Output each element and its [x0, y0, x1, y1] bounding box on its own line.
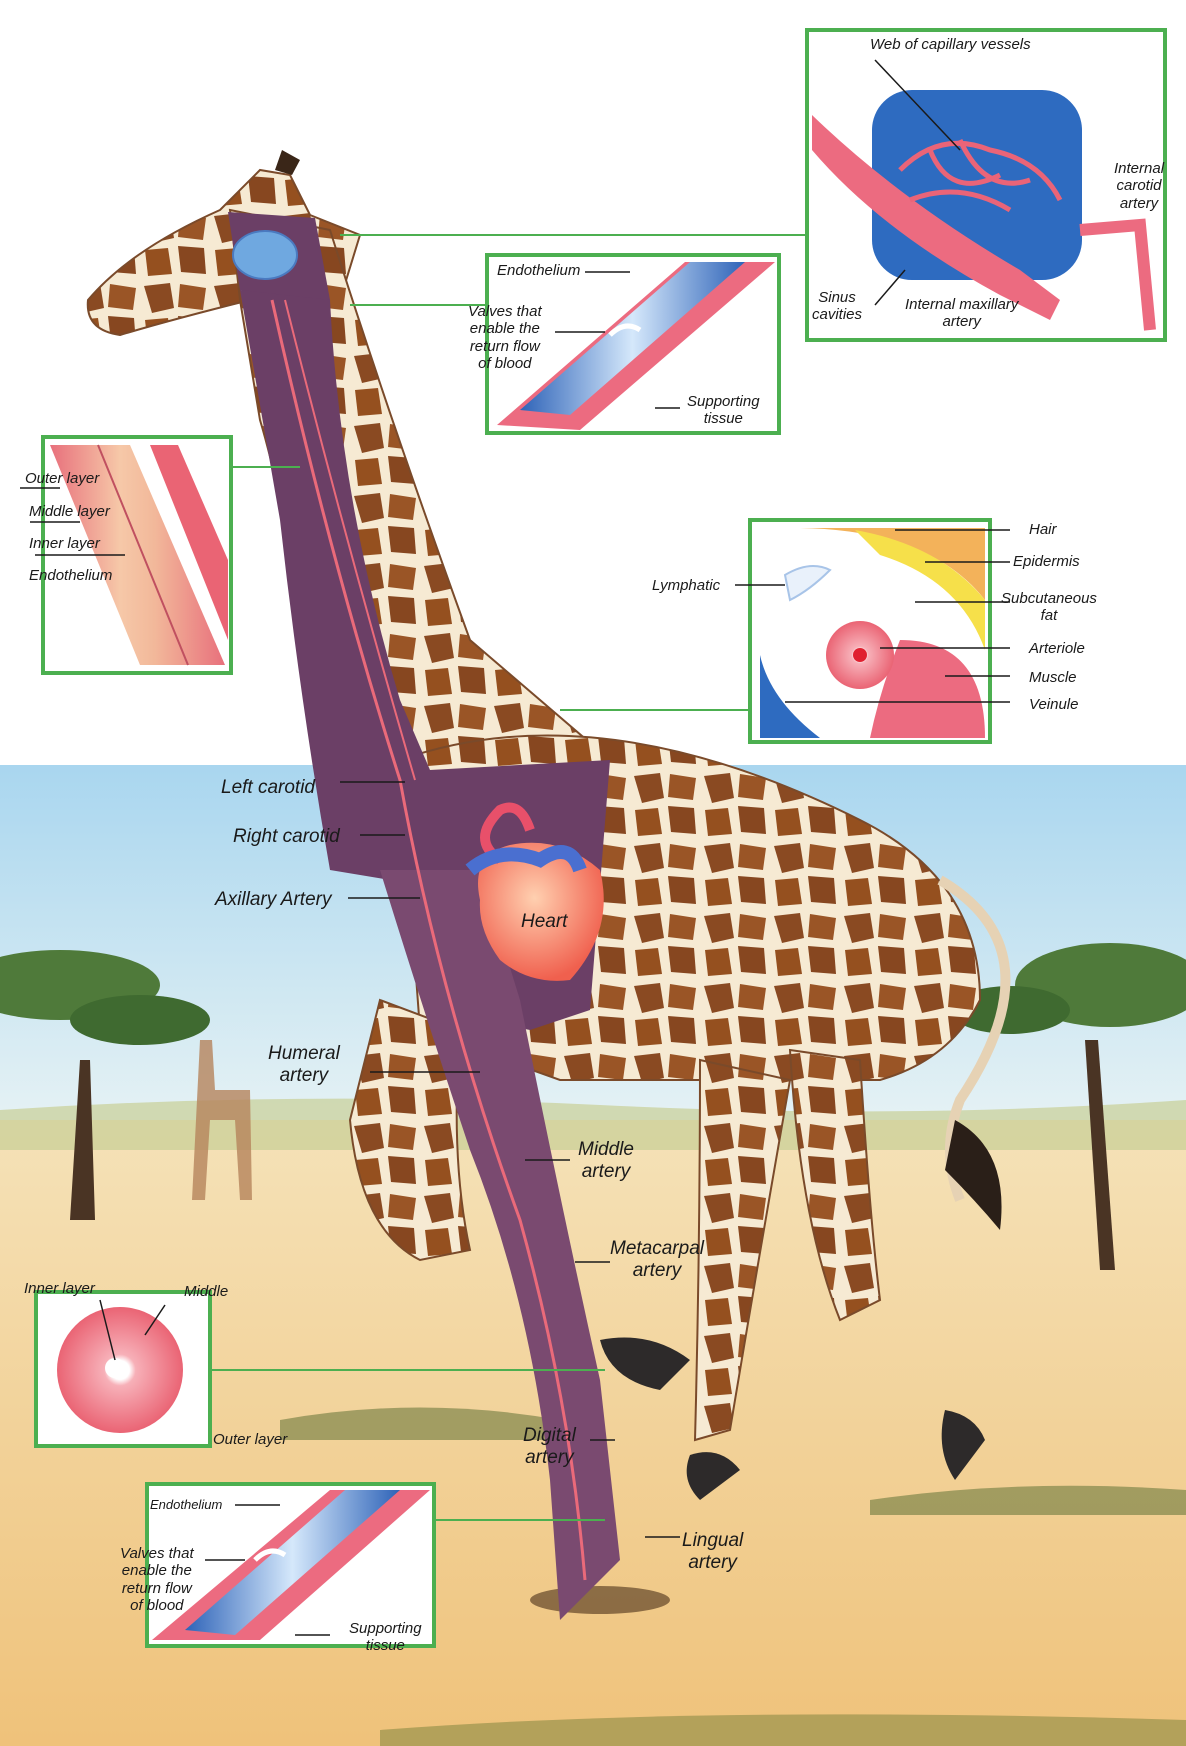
label-right-carotid: Right carotid [233, 826, 340, 848]
inset-skin-section [750, 520, 990, 742]
label-humeral-artery: Humeral artery [268, 1043, 340, 1087]
label-axillary-artery: Axillary Artery [215, 889, 331, 911]
label-arteriole: Arteriole [1029, 640, 1085, 657]
inset-artery-ring [36, 1292, 210, 1446]
label-endothelium-top: Endothelium [497, 262, 580, 279]
label-middle-bottom: Middle [184, 1283, 228, 1300]
label-lymphatic: Lymphatic [652, 577, 720, 594]
label-digital-artery: Digital artery [523, 1425, 576, 1469]
label-sinus-cavities: Sinus cavities [812, 289, 862, 324]
label-subcutaneous-fat: Subcutaneous fat [1001, 590, 1097, 625]
label-hair: Hair [1029, 521, 1057, 538]
label-supporting-bottom: Supporting tissue [349, 1620, 422, 1655]
label-lingual-artery: Lingual artery [682, 1530, 743, 1574]
label-metacarpal-artery: Metacarpal artery [610, 1238, 704, 1282]
label-supporting-top: Supporting tissue [687, 393, 760, 428]
label-internal-carotid: Internal carotid artery [1114, 160, 1164, 212]
label-muscle: Muscle [1029, 669, 1077, 686]
label-outer-layer-bottom: Outer layer [213, 1431, 287, 1448]
label-inner-layer-bottom: Inner layer [24, 1280, 95, 1297]
label-veinule: Veinule [1029, 696, 1078, 713]
label-heart: Heart [521, 911, 567, 933]
label-epidermis: Epidermis [1013, 553, 1080, 570]
label-middle-artery: Middle artery [578, 1139, 634, 1183]
label-valves-top: Valves that enable the return flow of bl… [468, 303, 542, 372]
label-web-capillary: Web of capillary vessels [870, 36, 1031, 53]
label-inner-layer-left: Inner layer [29, 535, 100, 552]
label-endothelium-bottom: Endothelium [150, 1498, 222, 1513]
label-valves-bottom: Valves that enable the return flow of bl… [120, 1545, 194, 1614]
ground-shadow [530, 1586, 670, 1614]
label-left-carotid: Left carotid [221, 777, 315, 799]
label-internal-maxillary: Internal maxillary artery [905, 296, 1018, 331]
label-endothelium-left: Endothelium [29, 567, 112, 584]
label-middle-layer-left: Middle layer [29, 503, 110, 520]
label-outer-layer-left: Outer layer [25, 470, 99, 487]
head-capillary-web [233, 231, 297, 279]
